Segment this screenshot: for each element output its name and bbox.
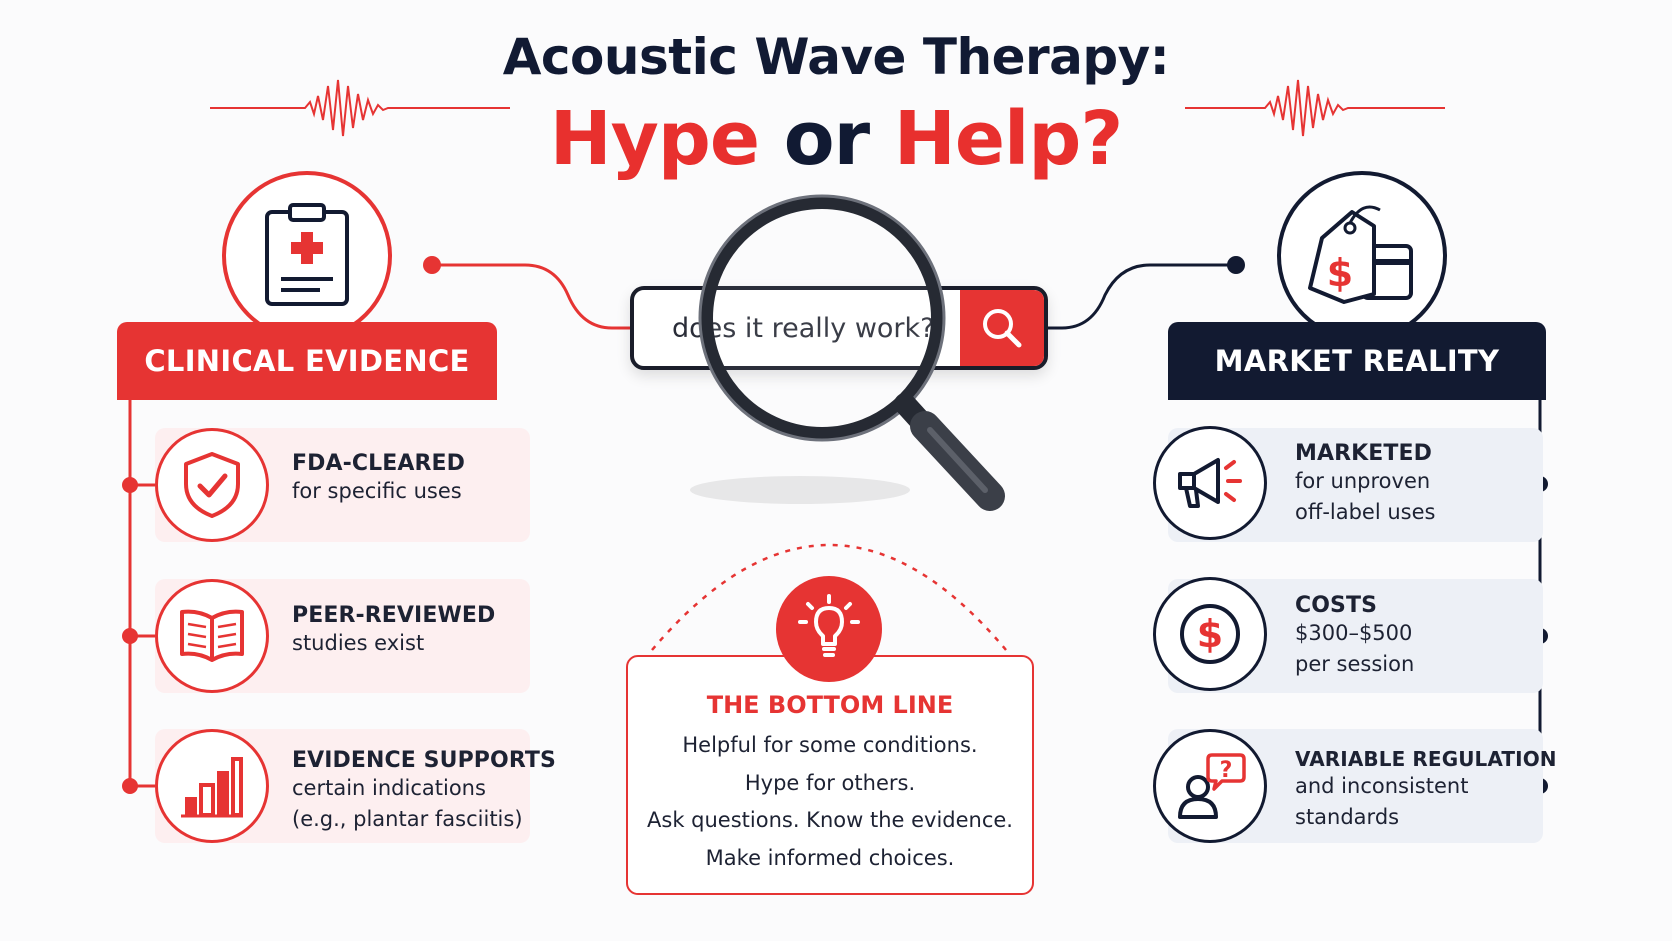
bottom-line-4: Make informed choices. xyxy=(705,845,955,870)
page-subtitle: Hype or Help? xyxy=(0,96,1672,182)
bottom-line-3: Ask questions. Know the evidence. xyxy=(647,808,1013,832)
bottom-line-box: THE BOTTOM LINE Helpful for some conditi… xyxy=(626,655,1034,895)
peer-reviewed-text: PEER-REVIEWED studies exist xyxy=(292,603,495,659)
bottom-line-1: Helpful for some conditions. xyxy=(682,733,978,757)
search-bar[interactable]: does it really work? xyxy=(630,286,1048,370)
peer-reviewed-body: studies exist xyxy=(292,631,425,655)
search-button[interactable] xyxy=(960,290,1044,366)
fda-cleared-text: FDA-CLEARED for specific uses xyxy=(292,451,465,507)
market-reality-header: MARKET REALITY xyxy=(1168,322,1546,400)
right-sound-wave-icon xyxy=(1185,79,1445,137)
marketed-body-2: off-label uses xyxy=(1295,500,1436,524)
evidence-supports-body-1: certain indications xyxy=(292,776,486,800)
clinical-evidence-header: CLINICAL EVIDENCE xyxy=(117,322,497,400)
search-input[interactable]: does it really work? xyxy=(672,312,935,344)
costs-text: COSTS $300–$500 per session xyxy=(1295,593,1414,680)
open-book-icon xyxy=(155,579,269,693)
marketed-body-1: for unproven xyxy=(1295,469,1431,493)
title-help: Help? xyxy=(893,96,1123,182)
variable-regulation-heading: VARIABLE REGULATION xyxy=(1295,747,1557,771)
lightbulb-icon xyxy=(776,576,882,682)
svg-text:$: $ xyxy=(1197,612,1223,656)
fda-cleared-heading: FDA-CLEARED xyxy=(292,451,465,476)
costs-body-1: $300–$500 xyxy=(1295,621,1413,645)
price-tag-icon: $ xyxy=(1277,171,1447,341)
evidence-supports-text: EVIDENCE SUPPORTS certain indications (e… xyxy=(292,748,556,835)
left-sound-wave-icon xyxy=(210,79,510,137)
marketed-heading: MARKETED xyxy=(1295,441,1433,466)
dollar-circle-icon: $ xyxy=(1153,577,1267,691)
bottom-line-2: Hype for others. xyxy=(744,770,916,795)
search-icon xyxy=(983,309,1022,348)
variable-regulation-text: VARIABLE REGULATION and inconsistent sta… xyxy=(1295,747,1557,833)
costs-heading: COSTS xyxy=(1295,593,1378,618)
fda-cleared-body: for specific uses xyxy=(292,479,462,503)
svg-text:?: ? xyxy=(1220,758,1233,783)
svg-text:$: $ xyxy=(1327,251,1353,295)
megaphone-icon xyxy=(1153,426,1267,540)
evidence-supports-body-2: (e.g., plantar fasciitis) xyxy=(292,807,523,831)
variable-regulation-body-1: and inconsistent xyxy=(1295,774,1469,798)
shield-check-icon xyxy=(155,428,269,542)
peer-reviewed-heading: PEER-REVIEWED xyxy=(292,603,496,628)
title-hype: Hype xyxy=(549,96,760,182)
costs-body-2: per session xyxy=(1295,652,1415,676)
marketed-text: MARKETED for unproven off-label uses xyxy=(1295,441,1435,528)
evidence-supports-heading: EVIDENCE SUPPORTS xyxy=(292,748,556,773)
page-title: Acoustic Wave Therapy: xyxy=(502,28,1170,86)
clipboard-medical-icon xyxy=(222,171,392,341)
person-question-icon: ? xyxy=(1153,729,1267,843)
bar-chart-icon xyxy=(155,729,269,843)
variable-regulation-body-2: standards xyxy=(1295,805,1400,829)
bottom-line-title: THE BOTTOM LINE xyxy=(706,691,954,719)
title-or: or xyxy=(783,96,870,182)
